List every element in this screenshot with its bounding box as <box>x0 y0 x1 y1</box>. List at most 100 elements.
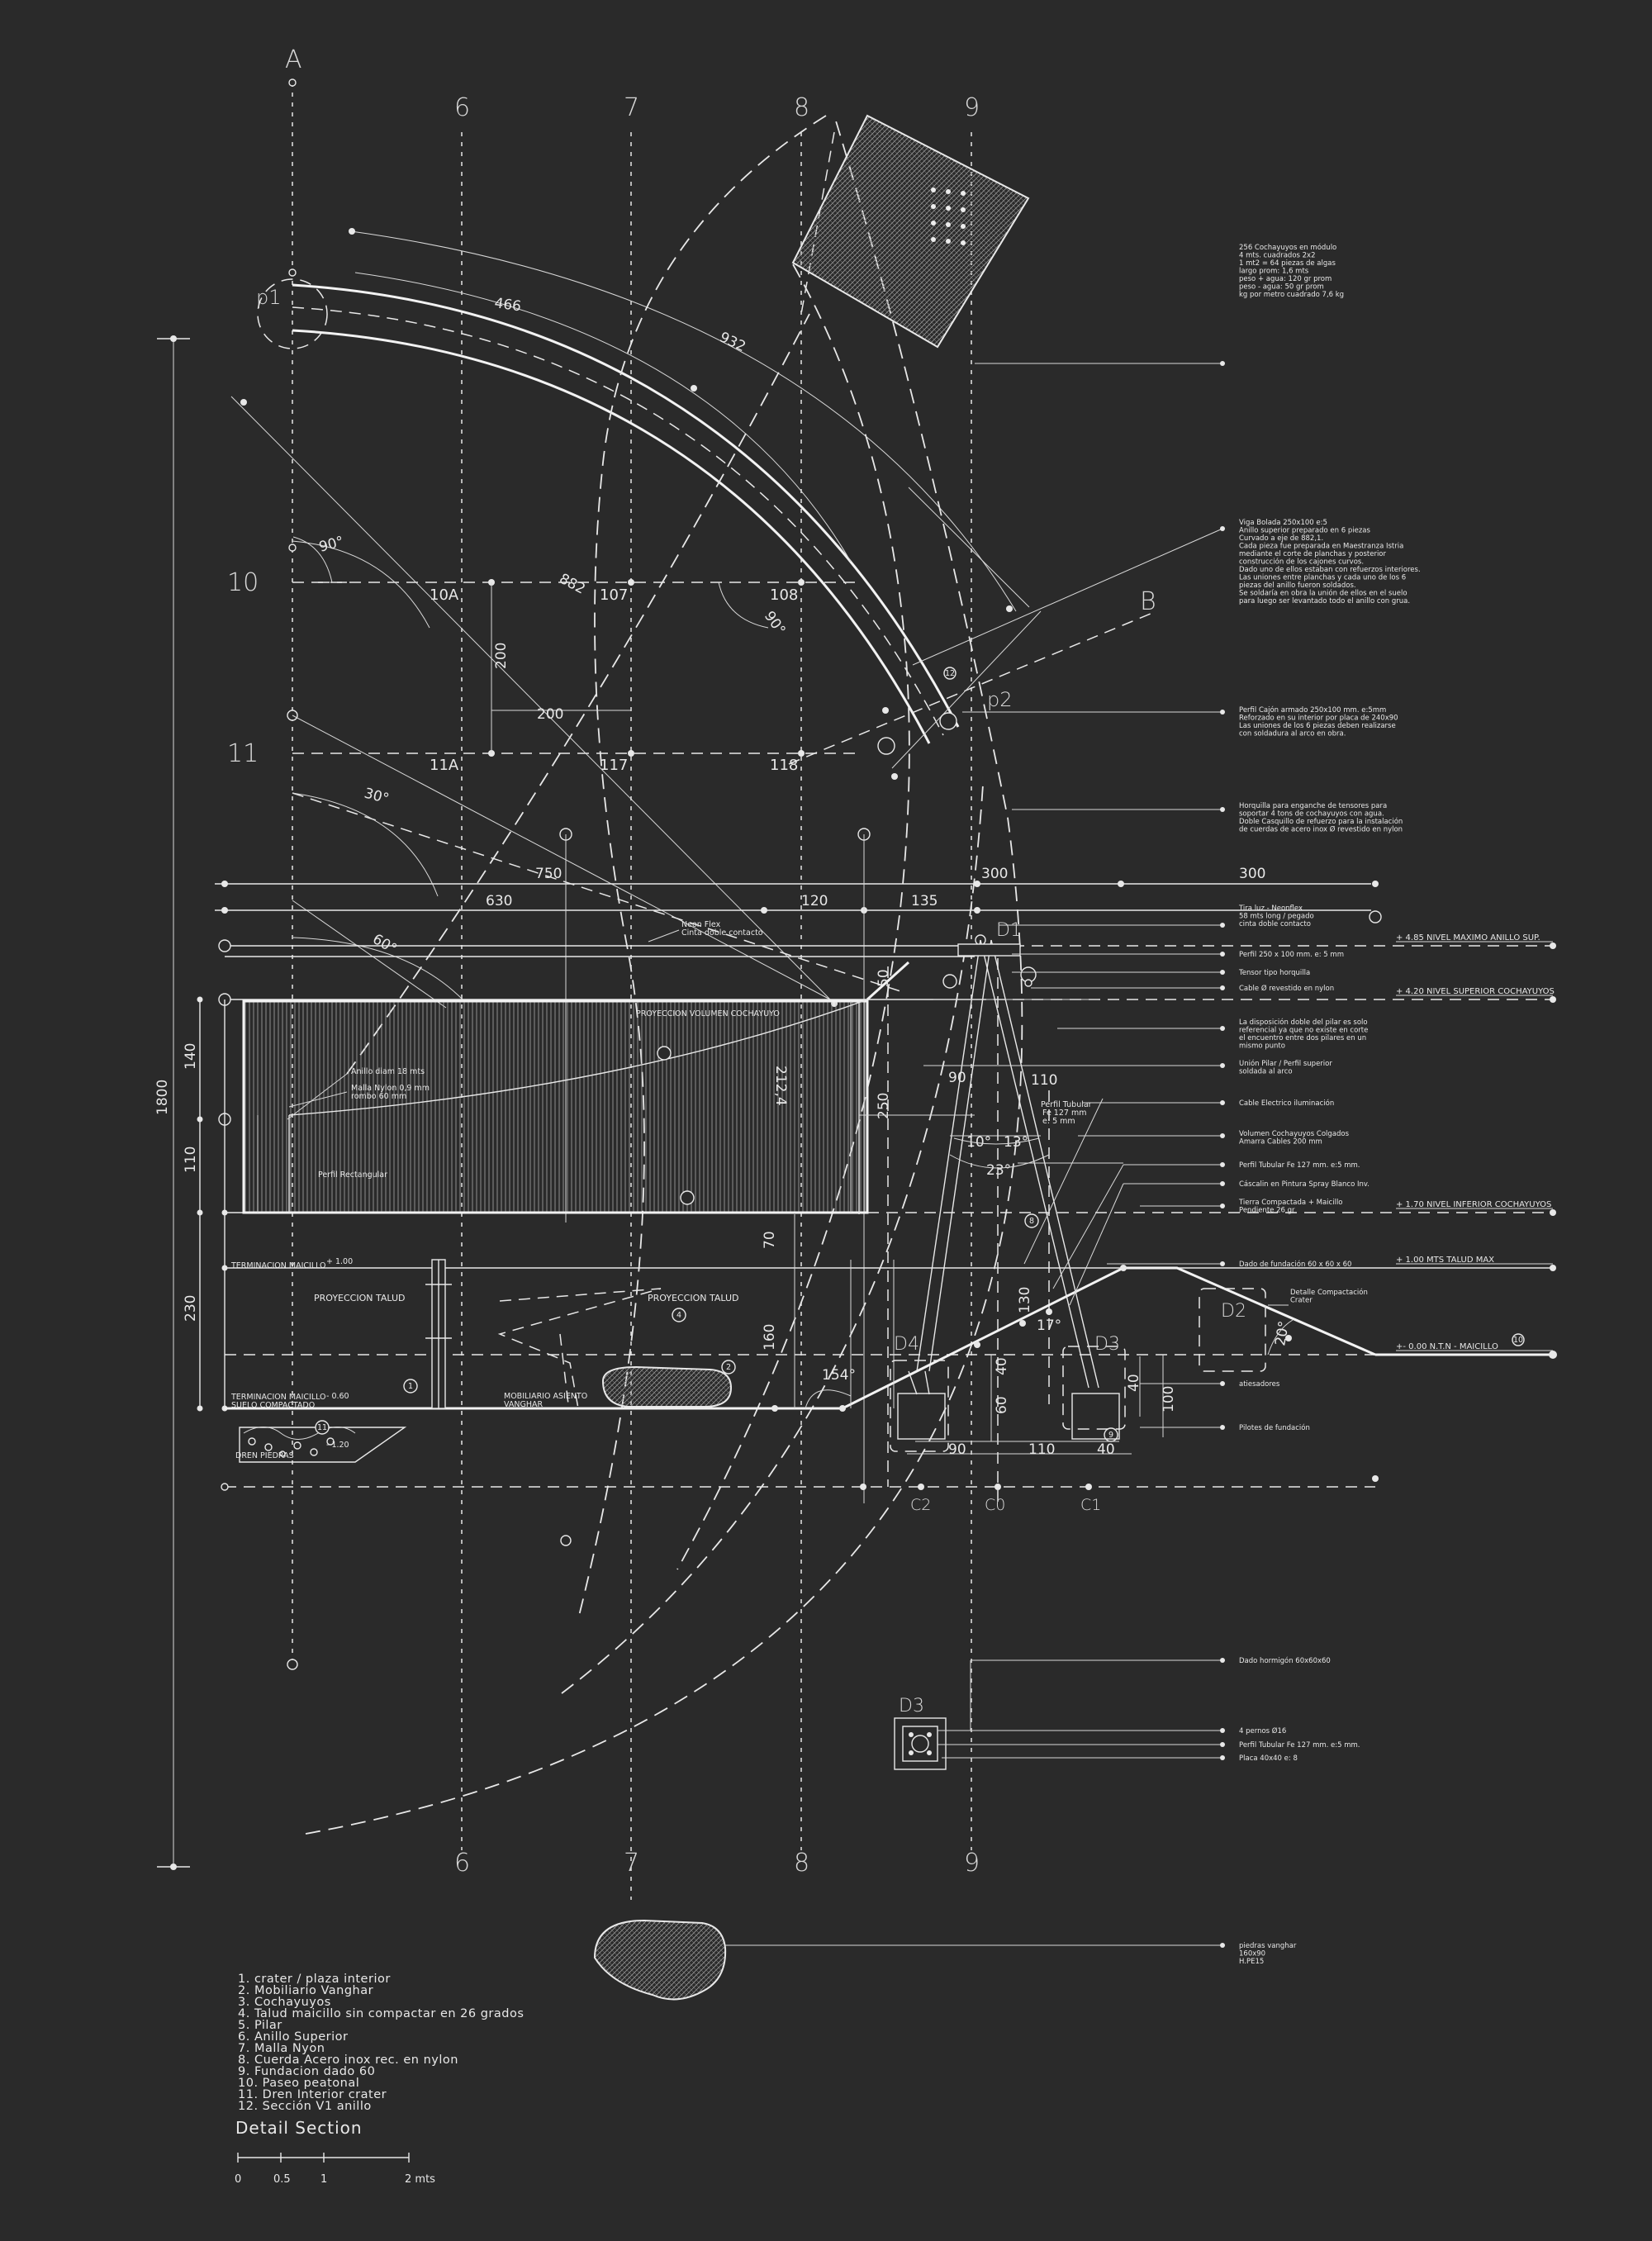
grid-label-a: A <box>285 45 302 74</box>
angle-17: 17° <box>1037 1318 1061 1334</box>
angle-60: 60° <box>370 931 400 957</box>
grid-label-8-bottom: 8 <box>794 1849 809 1878</box>
note-5: Tira luz - Neonflex 58 mts long / pegado… <box>1238 904 1316 928</box>
point-p2: p2 <box>987 688 1013 711</box>
angle-154: 154° <box>822 1367 856 1384</box>
note-6: Perfil 250 x 100 mm. e: 5 mm <box>1239 951 1344 959</box>
dim-2124: 212,4 <box>772 1066 789 1106</box>
sub-grid-117: 117 <box>600 757 628 774</box>
legend: 1. crater / plaza interior 2. Mobiliario… <box>238 1973 524 2113</box>
note-22: Perfil Tubular Fe 127 mm. e:5 mm. <box>1239 1741 1360 1750</box>
label-anillo: Anillo diam 18 mts <box>351 1067 425 1076</box>
label-mobiliario-asiento: MOBILIARIO ASIENTO <box>504 1392 587 1401</box>
label-neon-flex: Neon Flex <box>681 920 721 929</box>
note-13: Perfil Tubular Fe 127 mm. e:5 mm. <box>1239 1161 1360 1170</box>
circled-10: 10 <box>1513 1336 1523 1345</box>
dim-750: 750 <box>535 866 562 882</box>
drawing-title: Detail Section <box>235 2118 363 2138</box>
dim-130: 130 <box>1017 1287 1033 1313</box>
note-2: Viga Bolada 250x100 e:5 Anillo superior … <box>1239 519 1422 605</box>
circled-12: 12 <box>945 669 955 678</box>
legend-item-4: 4. Talud maicillo sin compactar en 26 gr… <box>238 2007 524 2020</box>
scale-05: 0.5 <box>273 2173 291 2186</box>
legend-item-7: 7. Malla Nyon <box>238 2042 325 2055</box>
detail-d1: D1 <box>996 920 1022 941</box>
legend-item-1: 1. crater / plaza interior <box>238 1973 391 1986</box>
grid-label-7-bottom: 7 <box>624 1849 639 1878</box>
level-labels: + 4.85 NIVEL MAXIMO ANILLO SUP. + 4.20 N… <box>1396 933 1555 1351</box>
grid-label-9-bottom: 9 <box>964 1849 980 1878</box>
circled-2: 2 <box>726 1363 731 1372</box>
dim-70: 70 <box>762 1231 778 1249</box>
sub-grid-118: 118 <box>770 757 798 774</box>
sub-grid-11a: 11A <box>430 757 459 774</box>
dim-135: 135 <box>911 893 938 909</box>
dim-200-horizontal: 200 <box>537 706 563 723</box>
column-c0: C0 <box>985 1496 1005 1514</box>
dim-882: 882 <box>557 571 588 598</box>
dim-90-b: 90 <box>948 1441 966 1458</box>
note-8: Cable Ø revestido en nylon <box>1239 984 1334 993</box>
circled-4: 4 <box>676 1311 681 1320</box>
sub-grid-107: 107 <box>600 586 628 604</box>
circled-1: 1 <box>408 1382 413 1391</box>
dim-140: 140 <box>183 1043 199 1070</box>
label-proyeccion-talud-right: PROYECCION TALUD <box>648 1293 738 1303</box>
notes-column: 256 Cochayuyos en módulo 4 mts. cuadrado… <box>1238 243 1422 1966</box>
note-21: 4 pernos Ø16 <box>1239 1726 1286 1735</box>
grid-label-10: 10 <box>227 568 259 597</box>
label-term-maicillo-bottom: TERMINACION MAICILLO <box>230 1393 326 1402</box>
legend-item-11: 11. Dren Interior crater <box>238 2088 387 2101</box>
note-11: Cable Electrico iluminación <box>1239 1099 1334 1108</box>
vanghar-stone-plan <box>593 1919 1222 2001</box>
note-12: Volumen Cochayuyos Colgados Amarra Cable… <box>1239 1130 1351 1147</box>
cochayuyo-module <box>791 114 1030 349</box>
circled-11: 11 <box>317 1423 327 1432</box>
legend-item-3: 3. Cochayuyos <box>238 1996 331 2009</box>
note-20: Dado hormigón 60x60x60 <box>1239 1656 1331 1665</box>
dim-110-left: 110 <box>183 1147 199 1173</box>
note-1: 256 Cochayuyos en módulo 4 mts. cuadrado… <box>1239 243 1344 299</box>
scale-1: 1 <box>320 2173 327 2186</box>
label-perfil-rectangular: Perfil Rectangular <box>318 1170 387 1180</box>
legend-item-5: 5. Pilar <box>238 2019 282 2032</box>
grid-label-8-top: 8 <box>794 93 809 122</box>
detail-d3-plan: D3 <box>894 1659 1222 1770</box>
note-17: Detalle Compactación Crater <box>1290 1288 1370 1305</box>
level-000: +- 0.00 N.T.N - MAICILLO <box>1396 1342 1498 1351</box>
note-24: piedras vanghar 160x90 H.PE15 <box>1239 1942 1298 1966</box>
label-term-maicillo-top: TERMINACION MAICILLO <box>230 1261 326 1270</box>
grid-label-9-top: 9 <box>964 93 980 122</box>
note-14: Cáscalin en Pintura Spray Blanco Inv. <box>1239 1180 1370 1189</box>
legend-item-6: 6. Anillo Superior <box>238 2030 348 2044</box>
column-c2: C2 <box>910 1496 931 1514</box>
legend-item-9: 9. Fundacion dado 60 <box>238 2065 375 2078</box>
angle-90-b: 90° <box>761 608 789 638</box>
note-4: Horquilla para enganche de tensores para… <box>1239 802 1405 834</box>
angle-10: 10° <box>966 1134 991 1151</box>
dim-40-c: 40 <box>1097 1441 1115 1458</box>
angle-30: 30° <box>363 786 391 808</box>
ring-plan <box>230 115 1042 1835</box>
note-7: Tensor tipo horquilla <box>1238 969 1310 977</box>
note-3: Perfil Cajón armado 250x100 mm. e:5mm Re… <box>1239 705 1400 738</box>
cochayuyo-volume: PROYECCION VOLUMEN COCHAYUYO Neon Flex C… <box>242 920 1037 1487</box>
note-18: atiesadores <box>1239 1380 1280 1389</box>
level-420: + 4.20 NIVEL SUPERIOR COCHAYUYOS <box>1396 987 1555 996</box>
level-100: + 1.00 MTS TALUD MAX <box>1396 1256 1494 1265</box>
label-dren-piedras: DREN PIEDRAS <box>235 1451 294 1460</box>
grid-lines <box>173 83 1157 1900</box>
dim-300-a: 300 <box>981 866 1008 882</box>
label-cinta: Cinta doble contacto <box>681 928 763 938</box>
dim-250: 250 <box>876 1093 892 1119</box>
dim-630: 630 <box>486 893 512 909</box>
dim-466: 466 <box>493 295 522 315</box>
label-lvl-100: + 1.00 <box>326 1257 353 1266</box>
detail-d4: D4 <box>894 1334 919 1355</box>
label-lvl-120: - 1.20 <box>326 1441 349 1450</box>
label-malla-1: Malla Nylon 0,9 mm <box>351 1084 430 1093</box>
note-9: La disposición doble del pilar es solo r… <box>1239 1018 1370 1051</box>
grid-labels: A 6 7 8 9 6 7 8 9 10 11 B p1 p2 10A 107 … <box>227 45 1156 1878</box>
foundations: 60 40 40 100 90 110 40 D1 D2 D3 D4 C2 C0… <box>560 920 1379 1546</box>
